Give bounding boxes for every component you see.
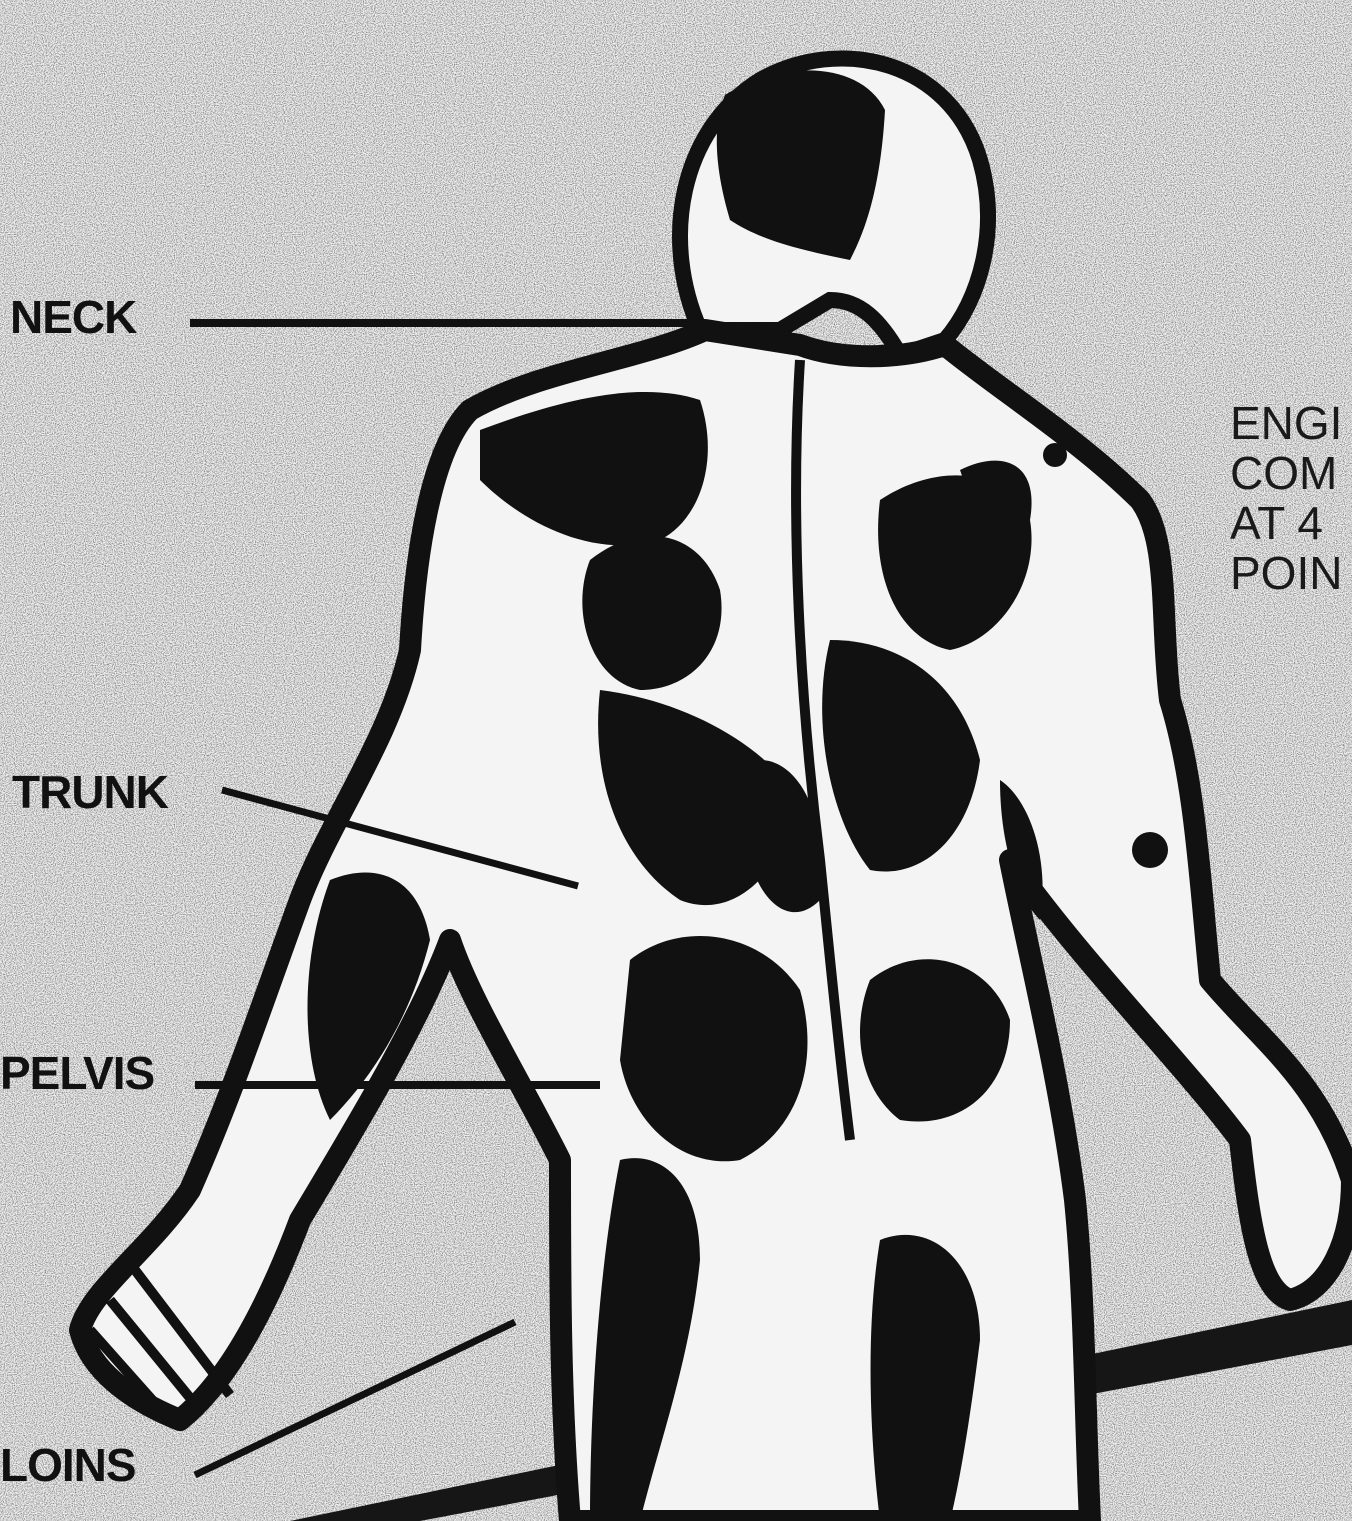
trunk-label: TRUNK: [12, 769, 168, 815]
side-note-line: ENGI: [1230, 398, 1352, 448]
side-note-text: ENGI COM AT 4 POIN: [1230, 398, 1352, 598]
side-note-line: POIN: [1230, 548, 1352, 598]
side-note-line: COM: [1230, 448, 1352, 498]
loins-label: LOINS: [0, 1442, 136, 1488]
pelvis-label: PELVIS: [0, 1050, 154, 1096]
neck-label: NECK: [10, 294, 136, 340]
elbow-spot: [1132, 832, 1168, 868]
side-note-line: AT 4: [1230, 498, 1352, 548]
shoulder-spot: [1043, 443, 1067, 467]
